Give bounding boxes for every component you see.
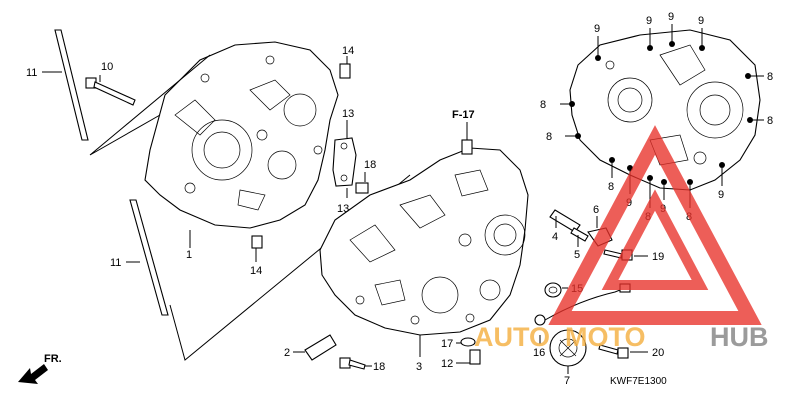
- callout-18-lower: 18: [373, 361, 385, 373]
- diagram-code: KWF7E1300: [610, 376, 667, 387]
- watermark-auto: AUTO: [474, 322, 550, 352]
- cover-bolt-holes: [569, 41, 753, 185]
- crankcase-gasket-outline: [569, 29, 761, 191]
- right-crankcase-half: [319, 147, 529, 336]
- bracket-13: [332, 137, 357, 187]
- stud-bolt-lower: [129, 199, 169, 316]
- front-direction-indicator: FR.: [18, 353, 62, 384]
- flange-bolt-18-upper: [355, 182, 369, 194]
- callout-19: 19: [652, 251, 664, 263]
- callout-8-c: 8: [767, 115, 773, 127]
- callout-9-d: 9: [698, 15, 704, 27]
- watermark-triangle: [548, 125, 762, 325]
- left-crankcase-half: [144, 41, 339, 229]
- watermark-logo: [548, 125, 762, 325]
- callout-8-d: 8: [546, 131, 552, 143]
- flange-bolt-10: [85, 77, 136, 106]
- callout-8-a: 8: [767, 71, 773, 83]
- callout-20: 20: [652, 347, 664, 359]
- direction-label: FR.: [44, 353, 62, 365]
- callout-14-lower: 14: [250, 265, 262, 277]
- callout-4: 4: [552, 231, 558, 243]
- callout-labels: 11 10 14 13 18 13 1 11 14 F-17 2 18 3 17…: [26, 11, 773, 387]
- callout-9-c: 9: [668, 11, 674, 23]
- oil-pump-7: [549, 329, 587, 367]
- callout-18-upper: 18: [364, 159, 376, 171]
- watermark-inner-triangle: [601, 189, 709, 290]
- callout-10: 10: [101, 61, 113, 73]
- callout-9-a: 9: [594, 23, 600, 35]
- bolt-20: [598, 344, 629, 359]
- callout-16: 16: [533, 347, 545, 359]
- watermark-hub: HUB: [710, 322, 769, 352]
- drain-bolt-12: [469, 349, 481, 365]
- callout-6: 6: [593, 204, 599, 216]
- watermark-moto: MOTO: [565, 322, 646, 352]
- callout-11-lower: 11: [110, 257, 121, 269]
- callout-8-e: 8: [608, 181, 614, 193]
- callout-9-g: 9: [718, 189, 724, 201]
- callout-12: 12: [441, 358, 453, 370]
- watermark-text: AUTO MOTO HUB: [474, 322, 769, 352]
- callout-3: 3: [416, 361, 422, 373]
- spring-5: [570, 227, 589, 242]
- callout-13-lower: 13: [337, 203, 349, 215]
- callout-2: 2: [284, 347, 290, 359]
- callout-17: 17: [441, 338, 453, 350]
- callout-13-upper: 13: [342, 108, 354, 120]
- callout-14-upper: 14: [342, 45, 354, 57]
- callout-5: 5: [574, 249, 580, 261]
- bracket-2: [304, 334, 337, 361]
- sealing-washer-17: [460, 337, 476, 347]
- breather-nipple: [461, 139, 473, 155]
- oil-pipe-16: [544, 287, 626, 321]
- stud-bolt-upper: [54, 29, 89, 141]
- callout-11-upper: 11: [26, 67, 37, 79]
- leader-bracket-upper: [89, 54, 211, 156]
- callout-7: 7: [564, 375, 570, 387]
- reference-f17: F-17: [452, 109, 475, 121]
- dowel-pin-upper: [339, 63, 351, 79]
- oil-seal-15: [544, 282, 562, 298]
- callout-8-b: 8: [540, 99, 546, 111]
- callout-9-b: 9: [646, 15, 652, 27]
- callout-1: 1: [186, 249, 192, 261]
- flange-bolt-18-lower: [339, 357, 366, 370]
- dowel-pin-lower: [251, 235, 263, 249]
